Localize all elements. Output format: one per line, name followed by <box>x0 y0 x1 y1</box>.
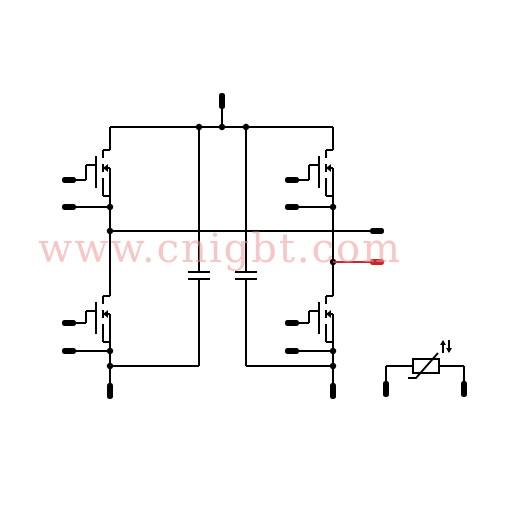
capacitor-c1 <box>188 127 210 366</box>
capacitor-c2 <box>235 127 257 366</box>
junction-dot <box>106 347 114 355</box>
junction-dot <box>329 362 337 370</box>
junction-dot <box>218 123 226 131</box>
terminal-output-2[interactable] <box>370 259 384 265</box>
terminal-source-q2[interactable] <box>62 348 76 354</box>
junction-dot <box>329 203 337 211</box>
terminal-ntc-2[interactable] <box>461 381 467 397</box>
terminal-bottom-right[interactable] <box>330 383 336 399</box>
terminal-output-1[interactable] <box>370 228 384 234</box>
terminal-gate-q1[interactable] <box>62 177 76 183</box>
terminal-source-q3[interactable] <box>285 204 299 210</box>
mosfet-q3 <box>295 149 334 197</box>
terminal-gate-q3[interactable] <box>285 177 299 183</box>
terminal-source-q1[interactable] <box>62 204 76 210</box>
mosfet-q1 <box>72 149 111 197</box>
ntc-thermistor-icon <box>385 340 465 386</box>
terminal-source-q4[interactable] <box>285 348 299 354</box>
terminal-ntc-1[interactable] <box>383 381 389 397</box>
terminal-gate-q4[interactable] <box>285 320 299 326</box>
mosfet-q4 <box>295 295 334 343</box>
terminal-bottom-left[interactable] <box>107 383 113 399</box>
terminal-gate-q2[interactable] <box>62 320 76 326</box>
junction-dot <box>106 203 114 211</box>
mosfet-q2 <box>72 295 111 343</box>
junction-dot <box>329 347 337 355</box>
terminal-supply-top[interactable] <box>219 93 225 109</box>
